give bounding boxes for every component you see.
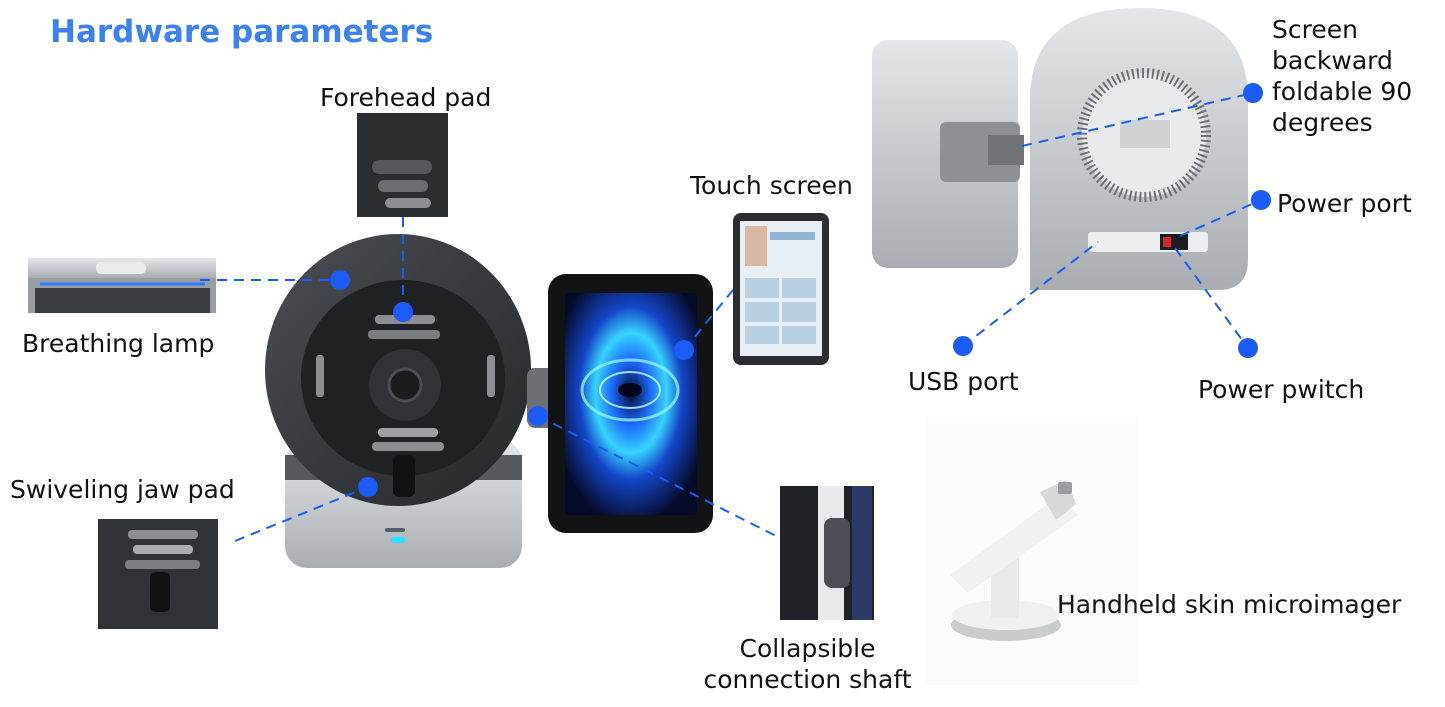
leader-touch (683, 289, 734, 351)
label-power-switch: Power pwitch (1198, 375, 1365, 404)
leader-shaft (537, 415, 781, 539)
label-swiveling-jaw-pad: Swiveling jaw pad (10, 475, 235, 504)
callout-dot-usb (953, 336, 973, 356)
label-power-port: Power port (1277, 189, 1412, 218)
leader-fold (1021, 92, 1254, 147)
label-touch-screen: Touch screen (690, 171, 853, 200)
touch-screen-photo (733, 213, 829, 365)
label-collapsible-shaft: Collapsible connection shaft (700, 633, 915, 695)
callout-dot-forehead (393, 302, 413, 322)
label-screen-fold-line2: backward (1272, 46, 1393, 75)
label-breathing-lamp: Breathing lamp (22, 329, 215, 358)
label-screen-fold-line3: foldable 90 (1272, 77, 1413, 106)
back-view-device (872, 8, 1248, 290)
label-screen-fold: Screen backward foldable 90 degrees (1272, 14, 1412, 138)
main-device (265, 234, 555, 568)
leader-power-port (1179, 199, 1262, 237)
label-collapsible-shaft-line1: Collapsible (739, 634, 876, 663)
callout-dot-shaft (528, 406, 548, 426)
leader-jaw (234, 486, 369, 542)
callout-dot-touch (674, 340, 694, 360)
breathing-lamp-photo (28, 258, 216, 313)
label-usb-port: USB port (908, 367, 1019, 396)
label-collapsible-shaft-line2: connection shaft (703, 665, 912, 694)
callout-dot-switch (1238, 338, 1258, 358)
forehead-pad-photo (357, 113, 448, 217)
label-handheld-microimager: Handheld skin microimager (1057, 590, 1402, 619)
callout-dot-fold (1243, 83, 1263, 103)
microimager-photo (926, 420, 1138, 685)
callout-dot-jaw (358, 477, 378, 497)
label-forehead-pad: Forehead pad (320, 83, 492, 112)
leader-usb (962, 241, 1099, 347)
label-screen-fold-line1: Screen (1272, 15, 1358, 44)
page-title: Hardware parameters (50, 14, 434, 50)
leader-switch (1174, 247, 1249, 349)
shaft-photo (780, 486, 874, 620)
callout-dot-power-port (1251, 190, 1271, 210)
label-screen-fold-line4: degrees (1272, 108, 1373, 137)
jaw-pad-photo (98, 519, 218, 629)
tablet-screen (548, 274, 713, 533)
callout-dot-breathing (330, 270, 350, 290)
